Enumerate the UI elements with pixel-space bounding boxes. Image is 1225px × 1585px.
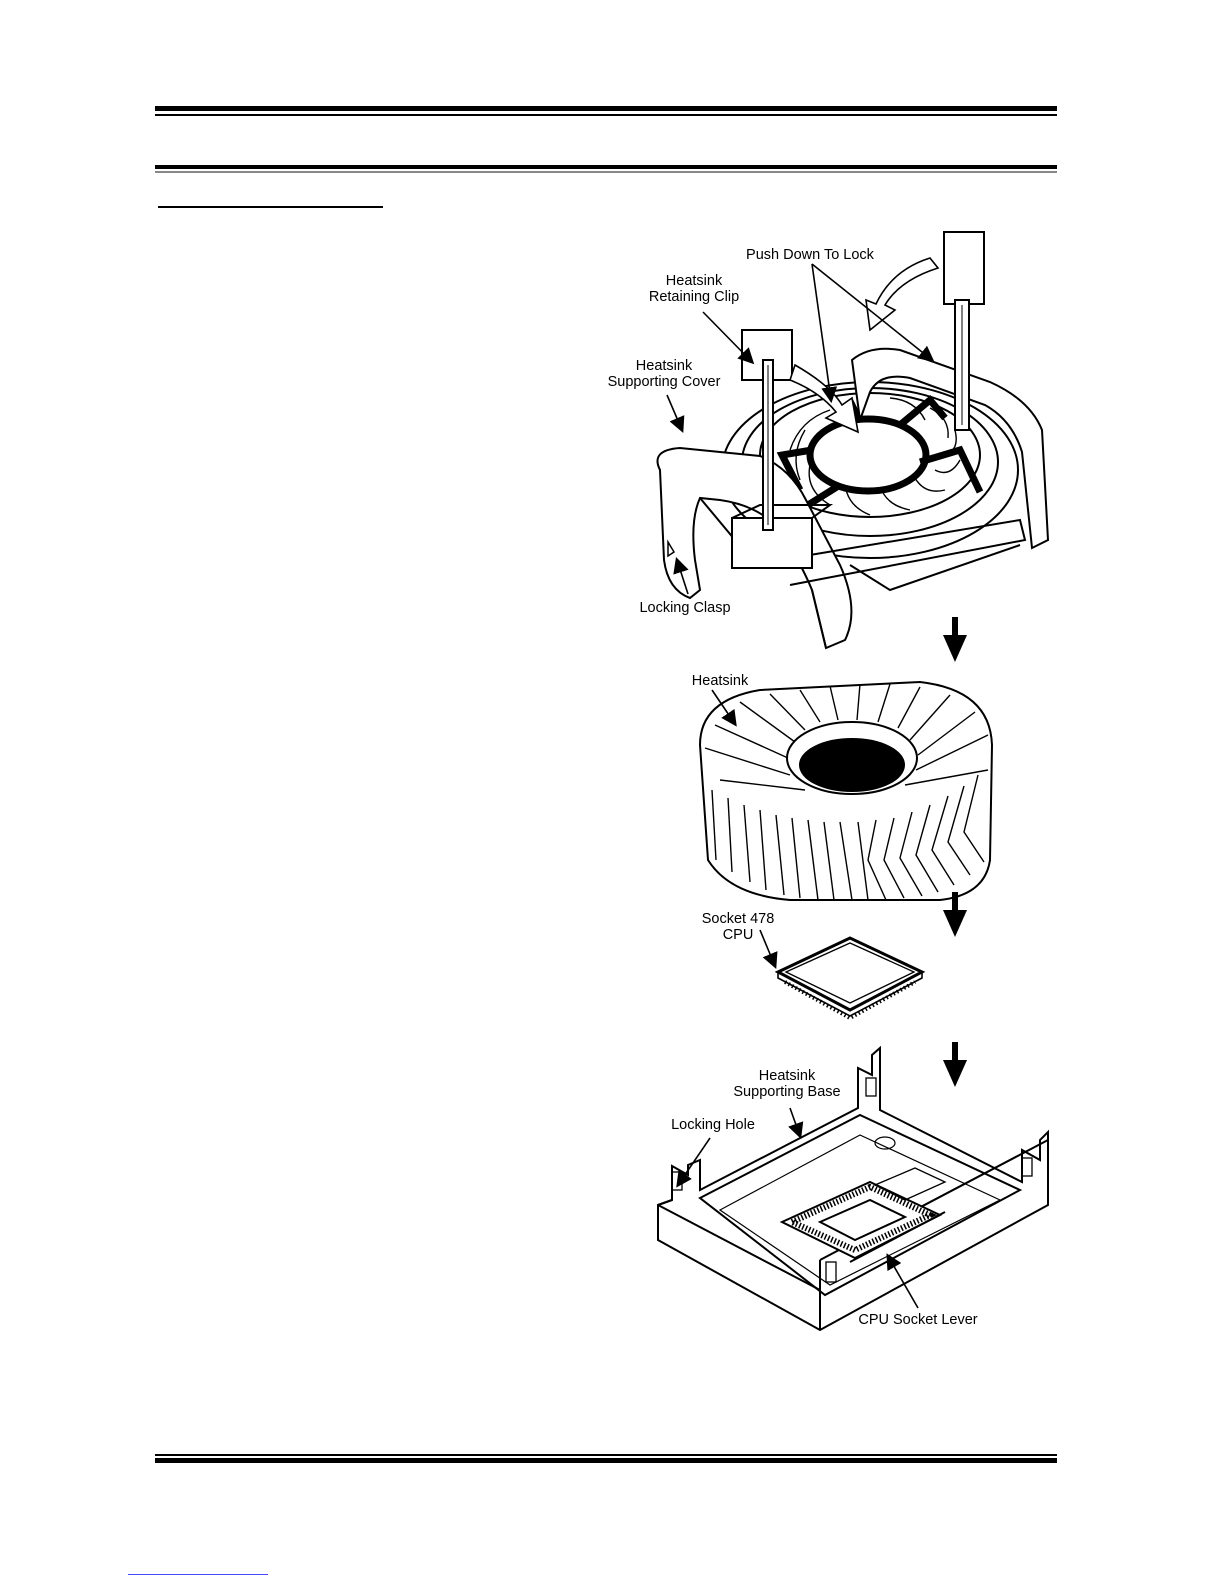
label-push-down-to-lock: Push Down To Lock (746, 247, 875, 263)
label-supporting-cover-line1: Heatsink (636, 358, 693, 374)
label-supporting-cover-line2: Supporting Cover (608, 374, 721, 390)
label-retaining-clip-line1: Heatsink (666, 273, 723, 289)
cpu-leader (760, 930, 775, 966)
down-arrow-icon (943, 617, 967, 662)
cpu-illustration (778, 938, 922, 1018)
label-supporting-base-line2: Supporting Base (733, 1084, 840, 1100)
label-retaining-clip-line2: Retaining Clip (649, 289, 739, 305)
heatsink-illustration (700, 682, 992, 900)
label-heatsink: Heatsink (692, 673, 749, 689)
label-locking-clasp: Locking Clasp (639, 600, 730, 616)
label-cpu-line1: Socket 478 (702, 911, 775, 927)
label-cpu-line2: CPU (723, 927, 754, 943)
label-supporting-base-line1: Heatsink (759, 1068, 816, 1084)
down-arrow-icon (943, 1042, 967, 1087)
label-locking-hole: Locking Hole (671, 1117, 755, 1133)
supporting-base-illustration (658, 1048, 1048, 1330)
label-cpu-socket-lever: CPU Socket Lever (858, 1312, 977, 1328)
